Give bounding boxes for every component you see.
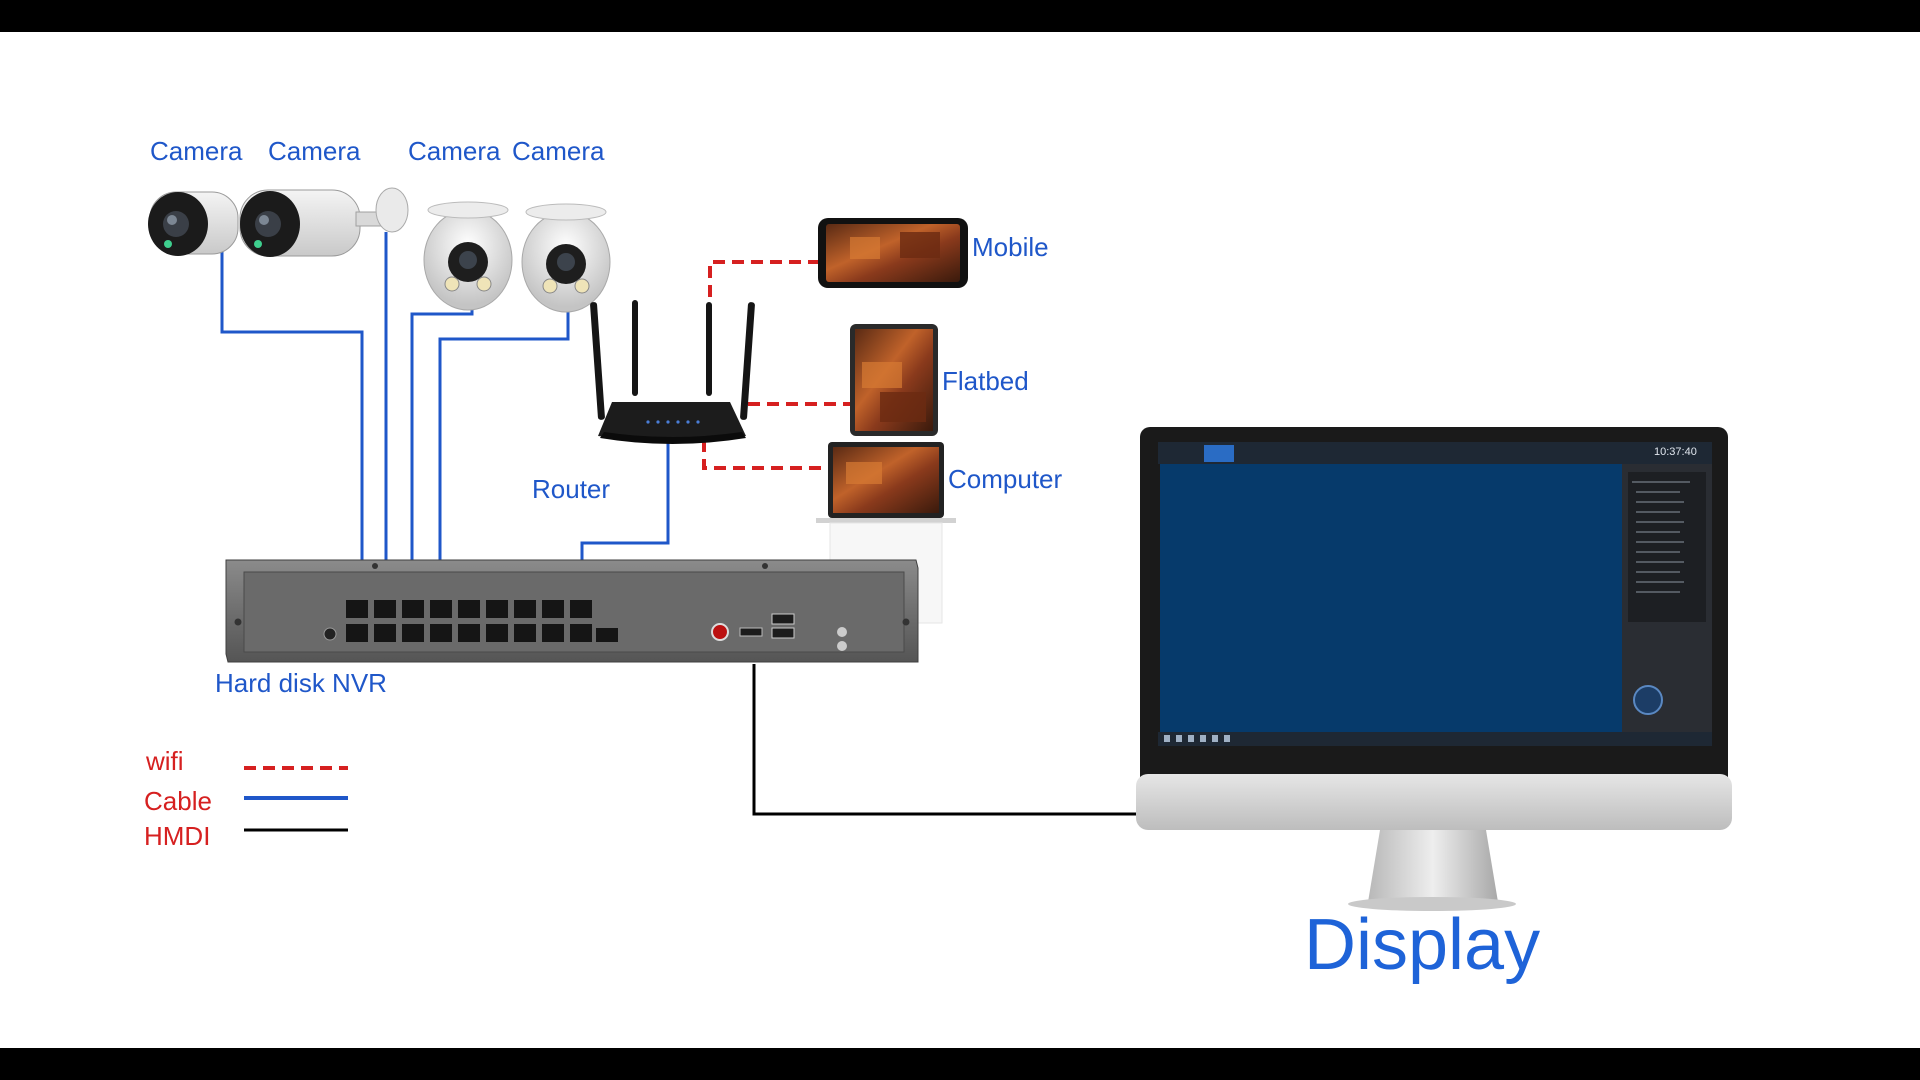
mobile-phone-icon: [818, 218, 968, 288]
camera-label-1: Camera: [150, 136, 243, 166]
nvr-device-icon: [225, 559, 919, 663]
dome-camera-icon: [521, 203, 611, 313]
camera-label-2: Camera: [268, 136, 361, 166]
bullet-camera-icon: [239, 187, 409, 257]
monitor-icon: [1136, 427, 1732, 911]
camera-label-3: Camera: [408, 136, 501, 166]
flatbed-label: Flatbed: [942, 366, 1029, 396]
network-diagram: 10:37:40 Camera Camera Camera Camera Mob…: [0, 32, 1920, 1048]
mobile-label: Mobile: [972, 232, 1049, 262]
router-icon: [590, 300, 755, 444]
camera-label-4: Camera: [512, 136, 605, 166]
monitor-clock: 10:37:40: [1654, 446, 1697, 458]
bullet-camera-icon: [148, 191, 239, 256]
router-label: Router: [532, 474, 611, 504]
hdmi-line: [752, 664, 1140, 816]
diagram-canvas: [148, 187, 1732, 911]
computer-label: Computer: [948, 464, 1063, 494]
wifi-lines: [702, 260, 852, 470]
legend-cable-label: Cable: [144, 786, 212, 816]
tablet-icon: [850, 324, 938, 436]
legend-hdmi-label: HMDI: [144, 821, 211, 851]
legend-wifi-label: wifi: [146, 746, 184, 776]
display-label: Display: [1304, 905, 1541, 985]
dome-camera-icon: [423, 201, 513, 311]
legend-swatches: [244, 766, 348, 832]
nvr-label: Hard disk NVR: [215, 668, 387, 698]
